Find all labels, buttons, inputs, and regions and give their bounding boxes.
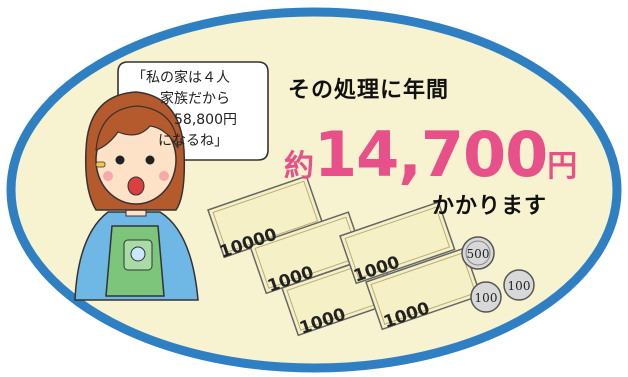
bill-1000	[365, 247, 482, 331]
bill-1000	[339, 201, 456, 285]
coins-group: 500 100 100	[461, 236, 535, 313]
amount-number: 14,700	[314, 118, 548, 191]
coin-label: 100	[508, 279, 531, 293]
bill-10000	[207, 175, 324, 259]
amount-unit: 円	[547, 149, 578, 184]
tagline: かかります	[432, 194, 548, 219]
speech-line: 「私の家は４人	[132, 70, 230, 86]
speech-line: 58,800円	[174, 112, 237, 128]
headline: その処理に年間	[288, 78, 450, 103]
speech-line: になるね」	[158, 133, 228, 149]
speech-line: 家族だから	[160, 91, 230, 107]
woman-character	[74, 91, 199, 301]
coin-100	[503, 269, 535, 301]
bills-group: 10000 1000 1000 1000 1000	[207, 175, 482, 339]
speech-text: 「私の家は４人 家族だから 58,800円 になるね」	[132, 68, 264, 152]
amount: 約14,700円	[284, 118, 584, 191]
amount-prefix: 約	[284, 149, 314, 184]
coin-label: 500	[467, 247, 490, 261]
coin-label: 100	[475, 291, 498, 305]
coin-100	[470, 281, 502, 313]
coin-500	[461, 236, 495, 270]
